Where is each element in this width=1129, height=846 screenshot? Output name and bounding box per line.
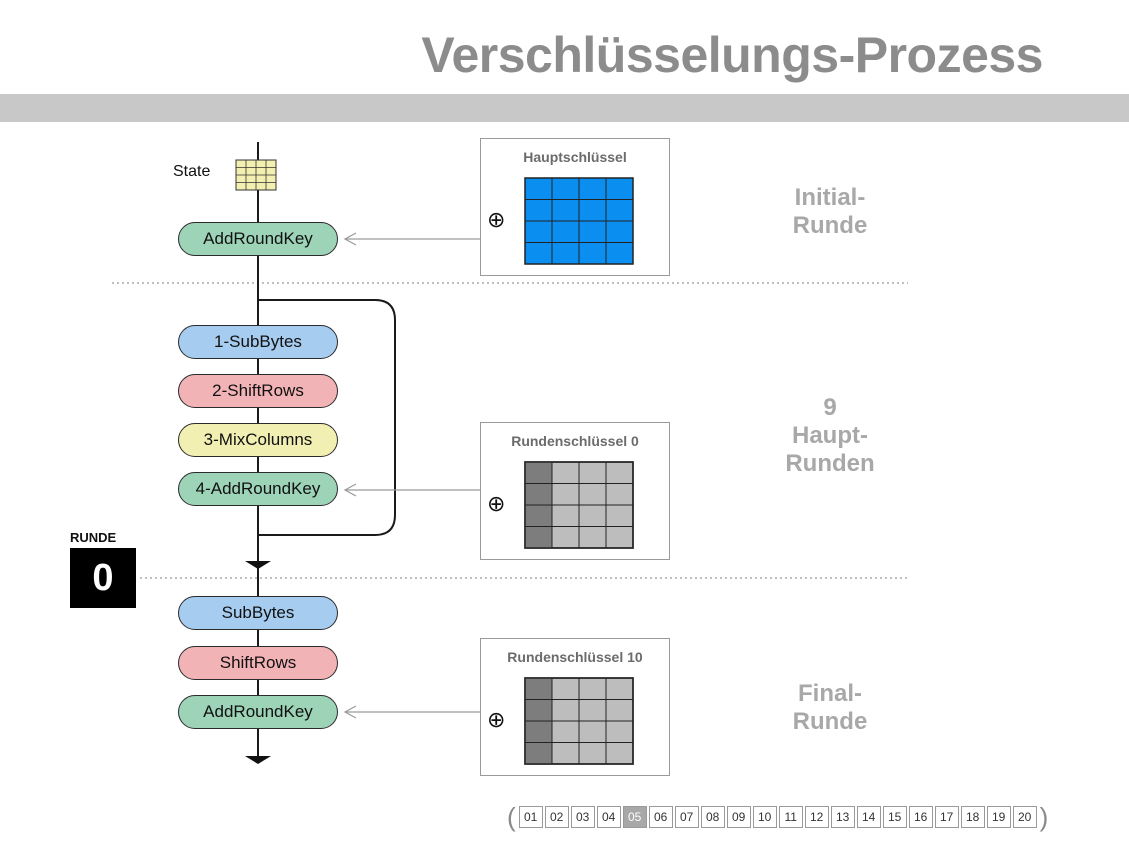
step-final-shiftrows: ShiftRows	[178, 646, 338, 680]
nav-page-01[interactable]: 01	[518, 806, 543, 828]
main-round-line-1: Haupt-	[792, 422, 868, 449]
xor-icon: ⊕	[487, 707, 506, 732]
step-final-addroundkey: AddRoundKey	[178, 695, 338, 729]
final-round-line-1: Final-	[798, 680, 862, 707]
title-band	[0, 94, 1129, 122]
round-key-0-box: Rundenschlüssel 0 ⊕	[480, 422, 670, 560]
nav-page-19[interactable]: 19	[986, 806, 1011, 828]
nav-page-15[interactable]: 15	[882, 806, 907, 828]
step-shiftrows: 2-ShiftRows	[178, 374, 338, 408]
nav-bracket-right-icon: )	[1039, 802, 1049, 832]
main-round-line-2: Runden	[785, 450, 875, 477]
step-addroundkey: 4-AddRoundKey	[178, 472, 338, 506]
step-subbytes: 1-SubBytes	[178, 325, 338, 359]
nav-page-10[interactable]: 10	[752, 806, 777, 828]
state-label: State	[173, 163, 211, 180]
initial-round-label: Initial- Runde	[760, 184, 900, 240]
arrow-round-key-10-head	[343, 705, 357, 719]
main-key-grid	[524, 177, 634, 265]
main-round-label: 9 Haupt- Runden	[760, 394, 900, 478]
main-round-count: 9	[823, 394, 837, 421]
nav-page-14[interactable]: 14	[856, 806, 881, 828]
arrow-main-key-head	[343, 232, 357, 246]
nav-page-11[interactable]: 11	[778, 806, 803, 828]
round-key-0-label: Rundenschlüssel 0	[511, 433, 639, 449]
nav-page-03[interactable]: 03	[570, 806, 595, 828]
round-key-10-grid	[524, 677, 634, 765]
page-title: Verschlüsselungs-Prozess	[421, 27, 1043, 83]
round-key-0-grid	[524, 461, 634, 549]
main-key-label: Hauptschlüssel	[523, 149, 627, 165]
step-final-subbytes: SubBytes	[178, 596, 338, 630]
arrow-head-end	[245, 756, 271, 764]
arrow-round-key-0-head	[343, 483, 357, 497]
round-key-10-box: Rundenschlüssel 10 ⊕	[480, 638, 670, 776]
nav-page-13[interactable]: 13	[830, 806, 855, 828]
main-key-box: Hauptschlüssel ⊕	[480, 138, 670, 276]
nav-page-17[interactable]: 17	[934, 806, 959, 828]
nav-page-05[interactable]: 05	[622, 806, 647, 828]
step-initial-addroundkey: AddRoundKey	[178, 222, 338, 256]
round-key-10-label: Rundenschlüssel 10	[507, 649, 643, 665]
state-grid-icon	[235, 159, 277, 191]
nav-page-16[interactable]: 16	[908, 806, 933, 828]
nav-page-06[interactable]: 06	[648, 806, 673, 828]
initial-round-line-1: Initial-	[794, 184, 866, 211]
nav-page-04[interactable]: 04	[596, 806, 621, 828]
nav-page-09[interactable]: 09	[726, 806, 751, 828]
initial-round-line-2: Runde	[792, 212, 868, 239]
arrow-head-final	[245, 561, 271, 569]
xor-icon: ⊕	[487, 207, 506, 232]
round-counter-value: 0	[70, 548, 136, 608]
round-counter-caption: RUNDE	[70, 530, 117, 545]
nav-bracket-left-icon: (	[507, 802, 516, 832]
nav-page-07[interactable]: 07	[674, 806, 699, 828]
xor-icon: ⊕	[487, 491, 506, 516]
nav-page-08[interactable]: 08	[700, 806, 725, 828]
nav-page-18[interactable]: 18	[960, 806, 985, 828]
final-round-label: Final- Runde	[760, 680, 900, 736]
nav-page-12[interactable]: 12	[804, 806, 829, 828]
final-round-line-2: Runde	[792, 708, 868, 735]
loop-line	[258, 299, 396, 536]
step-mixcolumns: 3-MixColumns	[178, 423, 338, 457]
nav-page-02[interactable]: 02	[544, 806, 569, 828]
nav-page-20[interactable]: 20	[1012, 806, 1037, 828]
